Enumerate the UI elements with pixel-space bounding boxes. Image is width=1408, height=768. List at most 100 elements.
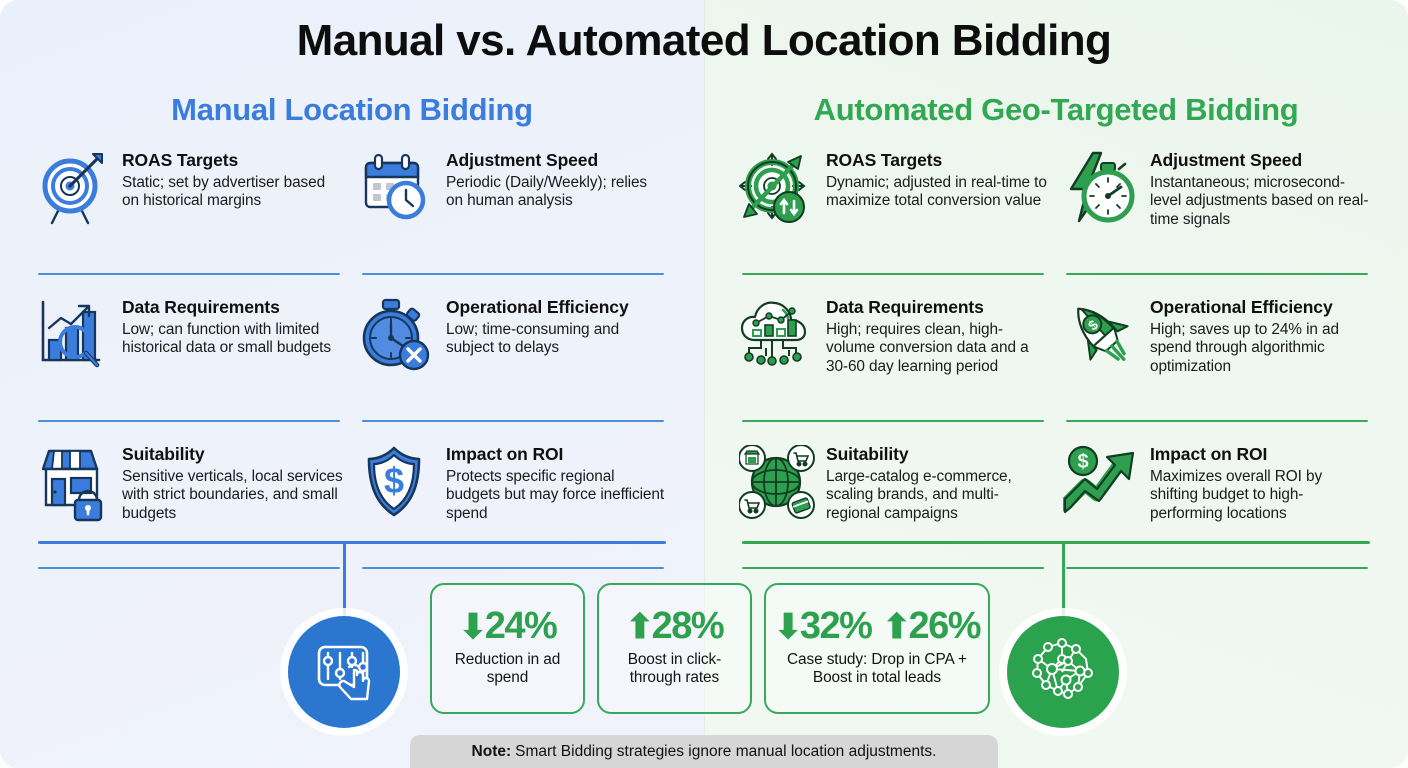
feature-text: Impact on ROI Maximizes overall ROI by s… xyxy=(1150,443,1372,524)
feature-divider xyxy=(38,567,340,569)
globe-commerce-icon xyxy=(738,443,816,525)
feature-text: Operational Efficiency High; saves up to… xyxy=(1150,296,1372,377)
stat-value: ⬇24% xyxy=(458,605,558,648)
feature-description: High; saves up to 24% in ad spend throug… xyxy=(1150,320,1339,376)
stat-label: Reduction in ad spend xyxy=(454,650,561,687)
feature-title: Adjustment Speed xyxy=(446,150,599,170)
feature-description: Low; can function with limited historica… xyxy=(122,320,331,357)
feature-description: Dynamic; adjusted in real-time to maximi… xyxy=(826,173,1047,210)
feature-text: Suitability Large-catalog e-commerce, sc… xyxy=(826,443,1048,524)
dollar-growth-arrow-icon: $ xyxy=(1062,443,1140,525)
feature-description: Low; time-consuming and subject to delay… xyxy=(446,320,620,357)
page-title: Manual vs. Automated Location Bidding xyxy=(296,16,1112,65)
feature-card: Adjustment Speed Instantaneous; microsec… xyxy=(1062,145,1378,292)
stat-value: ⬇32%⬆26% xyxy=(773,605,982,648)
footer-note-label: Note: xyxy=(471,742,512,760)
svg-text:$: $ xyxy=(384,460,404,501)
feature-description: Static; set by advertiser based on histo… xyxy=(122,173,326,210)
lightning-stopwatch-icon xyxy=(1062,149,1140,231)
feature-card: $ Operational Efficiency High; saves up … xyxy=(1062,292,1378,439)
feature-description: High; requires clean, high-volume conver… xyxy=(826,320,1029,376)
feature-title: Operational Efficiency xyxy=(1150,297,1333,317)
feature-card: $ Impact on ROI Protects specific region… xyxy=(358,439,674,586)
feature-text: Data Requirements High; requires clean, … xyxy=(826,296,1048,377)
feature-description: Instantaneous; microsecond-level adjustm… xyxy=(1150,173,1369,229)
arrow-up-icon: ⬆ xyxy=(625,607,655,646)
feature-title: Impact on ROI xyxy=(1150,444,1268,464)
feature-divider xyxy=(742,567,1044,569)
automated-summary-circle xyxy=(1007,616,1119,728)
feature-title: Data Requirements xyxy=(826,297,984,317)
cloud-data-chart-icon xyxy=(738,296,816,378)
stat-label: Case study: Drop in CPA + Boost in total… xyxy=(787,650,967,687)
feature-description: Maximizes overall ROI by shifting budget… xyxy=(1150,467,1323,523)
automated-connector-horizontal xyxy=(742,541,1370,544)
dynamic-target-arrows-icon xyxy=(738,149,816,231)
arrow-down-icon: ⬇ xyxy=(458,607,488,646)
feature-divider xyxy=(38,273,340,275)
feature-title: Suitability xyxy=(826,444,909,464)
storefront-lock-icon xyxy=(34,443,112,525)
manual-connector-vertical xyxy=(343,541,346,621)
automated-feature-grid: ROAS Targets Dynamic; adjusted in real-t… xyxy=(738,145,1378,586)
feature-divider xyxy=(38,420,340,422)
feature-card: Operational Efficiency Low; time-consumi… xyxy=(358,292,674,439)
target-arrow-icon xyxy=(34,149,112,231)
calendar-clock-icon xyxy=(358,149,436,231)
feature-title: Suitability xyxy=(122,444,205,464)
feature-card: Suitability Sensitive verticals, local s… xyxy=(34,439,350,586)
footer-note: Note:Smart Bidding strategies ignore man… xyxy=(410,735,998,768)
footer-note-text: Smart Bidding strategies ignore manual l… xyxy=(515,742,937,760)
feature-divider xyxy=(742,273,1044,275)
feature-text: Adjustment Speed Instantaneous; microsec… xyxy=(1150,149,1372,230)
stopwatch-x-icon xyxy=(358,296,436,378)
feature-card: ROAS Targets Dynamic; adjusted in real-t… xyxy=(738,145,1054,292)
feature-card: ROAS Targets Static; set by advertiser b… xyxy=(34,145,350,292)
stat-value: ⬆28% xyxy=(625,605,725,648)
stat-number: 28% xyxy=(651,605,725,648)
feature-card: Adjustment Speed Periodic (Daily/Weekly)… xyxy=(358,145,674,292)
feature-title: ROAS Targets xyxy=(826,150,943,170)
stat-number: 32% xyxy=(799,605,873,648)
feature-divider xyxy=(1066,273,1368,275)
stat-card: ⬆28% Boost in click-through rates xyxy=(596,583,752,714)
stat-card: ⬇32%⬆26% Case study: Drop in CPA + Boost… xyxy=(763,583,990,714)
feature-title: Operational Efficiency xyxy=(446,297,629,317)
stat-card: ⬇24% Reduction in ad spend xyxy=(430,583,585,714)
manual-feature-grid: ROAS Targets Static; set by advertiser b… xyxy=(34,145,674,586)
stat-label: Boost in click-through rates xyxy=(627,650,722,687)
arrow-down-icon: ⬇ xyxy=(773,607,803,646)
shield-dollar-icon: $ xyxy=(358,443,436,525)
feature-divider xyxy=(1066,420,1368,422)
manual-column-heading: Manual Location Bidding xyxy=(171,92,533,127)
feature-divider xyxy=(1066,567,1368,569)
stat-number-secondary: 26% xyxy=(908,605,981,648)
feature-title: Adjustment Speed xyxy=(1150,150,1303,170)
feature-title: Data Requirements xyxy=(122,297,280,317)
feature-description: Periodic (Daily/Weekly); relies on human… xyxy=(446,173,648,210)
feature-text: ROAS Targets Static; set by advertiser b… xyxy=(122,149,344,211)
sliders-hand-icon xyxy=(311,637,377,708)
stat-card-row: ⬇24% Reduction in ad spend ⬆28% Boost in… xyxy=(430,583,990,714)
feature-text: Adjustment Speed Periodic (Daily/Weekly)… xyxy=(446,149,668,211)
feature-divider xyxy=(362,273,664,275)
feature-text: Data Requirements Low; can function with… xyxy=(122,296,344,358)
feature-card: Suitability Large-catalog e-commerce, sc… xyxy=(738,439,1054,586)
automated-column-heading: Automated Geo-Targeted Bidding xyxy=(813,92,1299,127)
feature-card: $ Impact on ROI Maximizes overall ROI by… xyxy=(1062,439,1378,586)
feature-card: Data Requirements Low; can function with… xyxy=(34,292,350,439)
feature-description: Large-catalog e-commerce, scaling brands… xyxy=(826,467,1012,523)
stat-number: 24% xyxy=(484,605,558,648)
feature-divider xyxy=(742,420,1044,422)
manual-summary-circle xyxy=(288,616,400,728)
manual-connector-horizontal xyxy=(38,541,666,544)
feature-text: Operational Efficiency Low; time-consumi… xyxy=(446,296,668,358)
panel-divider xyxy=(704,0,705,768)
feature-text: Suitability Sensitive verticals, local s… xyxy=(122,443,344,524)
feature-divider xyxy=(362,420,664,422)
feature-title: Impact on ROI xyxy=(446,444,564,464)
feature-card: Data Requirements High; requires clean, … xyxy=(738,292,1054,439)
svg-text:$: $ xyxy=(1077,451,1088,473)
feature-description: Sensitive verticals, local services with… xyxy=(122,467,343,523)
